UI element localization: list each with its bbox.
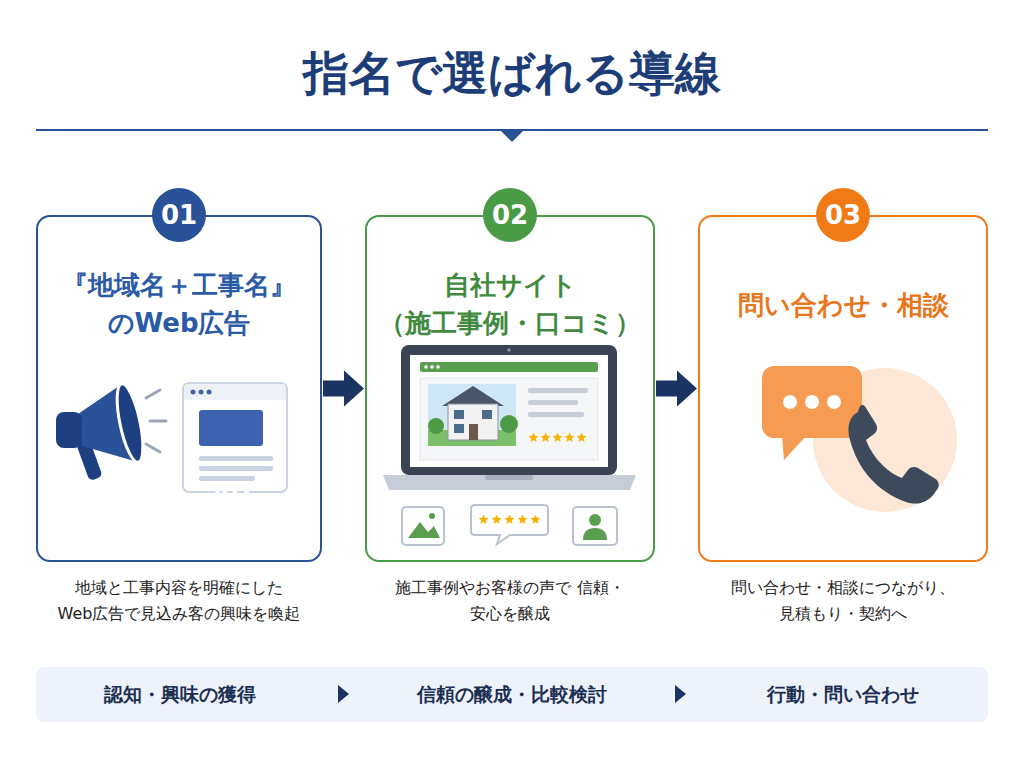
step-description: 施工事例やお客様の声で 信頼・安心を醸成 <box>380 575 640 626</box>
phase-label: 認知・興味の獲得 <box>104 667 256 722</box>
step-description: 地域と工事内容を明確にした Web広告で見込み客の興味を喚起 <box>49 575 309 626</box>
contact-icon <box>762 366 957 512</box>
phase-label: 行動・問い合わせ <box>767 667 919 722</box>
arrow-shape <box>656 371 697 407</box>
step-number-circle: 02 <box>483 188 537 242</box>
band-arrow <box>675 685 686 703</box>
phase-label: 信頼の醸成・比較検討 <box>417 667 607 722</box>
step-number-circle: 03 <box>816 188 870 242</box>
step-number: 02 <box>492 200 528 230</box>
step-number: 01 <box>161 200 197 230</box>
laptop-icon <box>383 345 636 490</box>
title-rule <box>36 130 988 142</box>
band-arrow <box>338 685 349 703</box>
title: 指名で選ばれる導線 <box>0 40 1024 106</box>
arrow-shape <box>323 371 364 407</box>
step-heading: 自社サイト （施工事例・口コミ） <box>373 267 647 342</box>
step-card: 問い合わせ・相談問い合わせ・相談につながり、 見積もり・契約へ03 <box>698 215 988 562</box>
phase-band: 認知・興味の獲得 信頼の醸成・比較検討 行動・問い合わせ <box>36 667 988 722</box>
step-card: 自社サイト （施工事例・口コミ）施工事例やお客様の声で 信頼・安心を醸成02 <box>365 215 655 562</box>
flow-arrow <box>323 371 364 407</box>
step-card: 『地域名＋工事名』 のWeb広告地域と工事内容を明確にした Web広告で見込み客… <box>36 215 322 562</box>
ad-label: AD <box>199 476 263 512</box>
flow-arrow <box>656 371 697 407</box>
megaphone-icon <box>56 382 166 481</box>
ad-window-icon <box>183 383 287 492</box>
step-number-circle: 01 <box>152 188 206 242</box>
step-heading: 『地域名＋工事名』 のWeb広告 <box>44 267 314 342</box>
site-icons <box>402 505 617 545</box>
step-description: 問い合わせ・相談につながり、 見積もり・契約へ <box>713 575 973 626</box>
step-heading: 問い合わせ・相談 <box>706 287 980 325</box>
step-number: 03 <box>825 200 861 230</box>
